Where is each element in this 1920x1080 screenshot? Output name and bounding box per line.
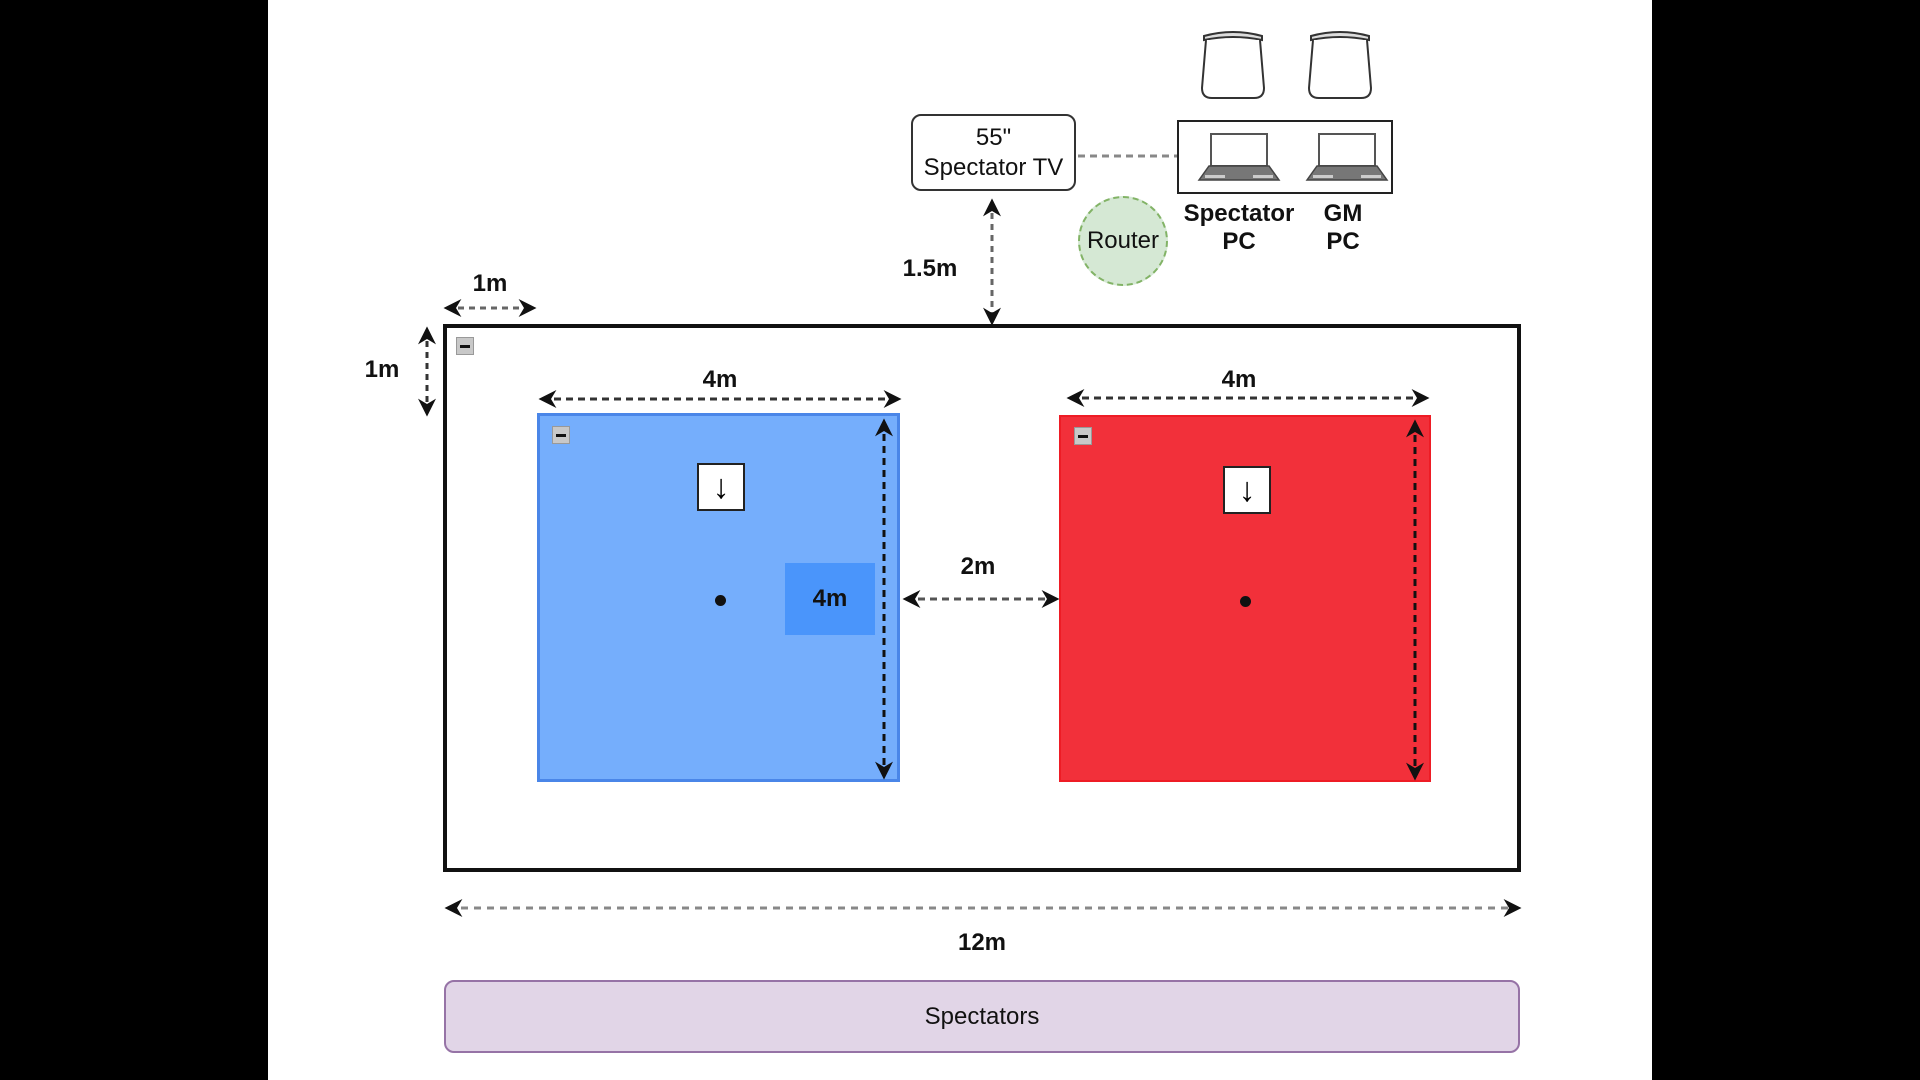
collapse-icon[interactable] [1074,427,1092,445]
center-dot [715,595,726,606]
blue-height-arrow [875,418,893,780]
margin-h-label: 1m [472,270,508,297]
tv-label: Spectator TV [923,153,1064,181]
laptop-icon [1305,133,1389,181]
gm-pc-line1: GM [1323,200,1363,227]
arrow-down-icon: ↓ [1223,466,1271,514]
collapse-icon[interactable] [456,337,474,355]
gm-pc-line2: PC [1326,228,1360,255]
red-height-arrow [1406,419,1424,781]
spectator-pc-line2: PC [1222,228,1256,255]
center-dot [1240,596,1251,607]
router: Router [1078,196,1168,286]
pc-group [1177,120,1393,194]
spectator-pc-line1: Spectator [1183,200,1295,227]
tv-distance-label: 1.5m [902,255,958,282]
total-width-label: 12m [957,929,1007,956]
blue-width-label: 4m [702,366,738,393]
chair-icon [1307,31,1373,99]
spectator-pc-label: Spectator PC [1174,200,1304,256]
spectators-label: Spectators [924,1002,1040,1030]
gm-pc-label: GM PC [1303,200,1383,256]
laptop-icon [1197,133,1281,181]
collapse-icon[interactable] [552,426,570,444]
margin-v-label: 1m [364,356,400,383]
gap-label: 2m [960,553,996,580]
arrow-down-icon: ↓ [697,463,745,511]
red-zone: ↓ [1059,415,1431,782]
spectator-tv: 55" Spectator TV [911,114,1076,191]
spectators-area: Spectators [444,980,1520,1053]
router-label: Router [1086,227,1160,254]
blue-height-label: 4m [785,563,875,635]
chair-icon [1200,31,1266,99]
tv-size-label: 55" [975,123,1012,151]
arena-boundary [443,324,1521,872]
red-width-label: 4m [1221,366,1257,393]
